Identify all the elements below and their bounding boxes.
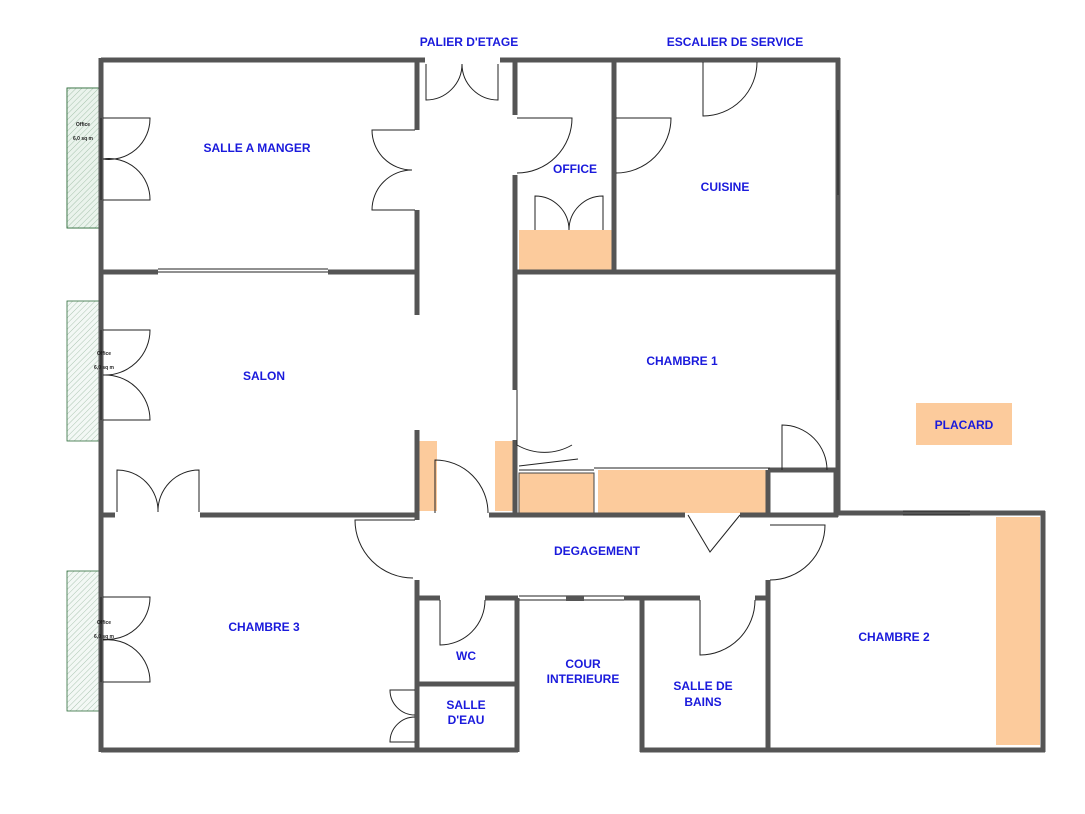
balcony-middle	[66, 300, 100, 442]
label-cuisine: CUISINE	[701, 180, 750, 194]
label-escalier: ESCALIER DE SERVICE	[667, 35, 803, 49]
balcony-middle-area: 6,0 sq m	[94, 365, 115, 371]
doors	[102, 61, 828, 743]
balcony-top	[66, 87, 100, 229]
label-chambre3: CHAMBRE 3	[228, 620, 300, 634]
cabinet-salon-right	[418, 441, 437, 511]
label-placard: PLACARD	[935, 418, 994, 432]
label-salle-eau-2: D'EAU	[448, 713, 485, 727]
balcony-bottom	[66, 570, 100, 712]
label-wc: WC	[456, 649, 476, 663]
label-cour-2: INTERIEURE	[547, 672, 620, 686]
cabinet-office	[519, 230, 612, 272]
label-cour-1: COUR	[565, 657, 601, 671]
cabinet-placard	[916, 403, 1012, 445]
balcony-middle-name: Office	[97, 351, 111, 357]
balcony-top-name: Office	[76, 122, 90, 128]
label-salle-manger: SALLE A MANGER	[203, 141, 310, 155]
label-palier: PALIER D'ETAGE	[420, 35, 518, 49]
label-salle-eau-1: SALLE	[446, 698, 485, 712]
label-chambre2: CHAMBRE 2	[858, 630, 930, 644]
label-degagement: DEGAGEMENT	[554, 544, 641, 558]
balcony-bottom-name: Office	[97, 620, 111, 626]
label-office: OFFICE	[553, 162, 597, 176]
cabinet-chambre1-right	[598, 470, 766, 513]
cabinet-chambre2	[996, 517, 1040, 745]
balcony-top-area: 6,0 sq m	[73, 136, 94, 142]
cabinet-chambre1-left	[519, 473, 594, 513]
label-chambre1: CHAMBRE 1	[646, 354, 718, 368]
windows	[100, 110, 970, 682]
cabinet-corridor	[495, 441, 514, 511]
label-salon: SALON	[243, 369, 285, 383]
balcony-bottom-area: 6,0 sq m	[94, 634, 115, 640]
label-salle-bains-1: SALLE DE	[673, 679, 732, 693]
label-salle-bains-2: BAINS	[684, 695, 721, 709]
